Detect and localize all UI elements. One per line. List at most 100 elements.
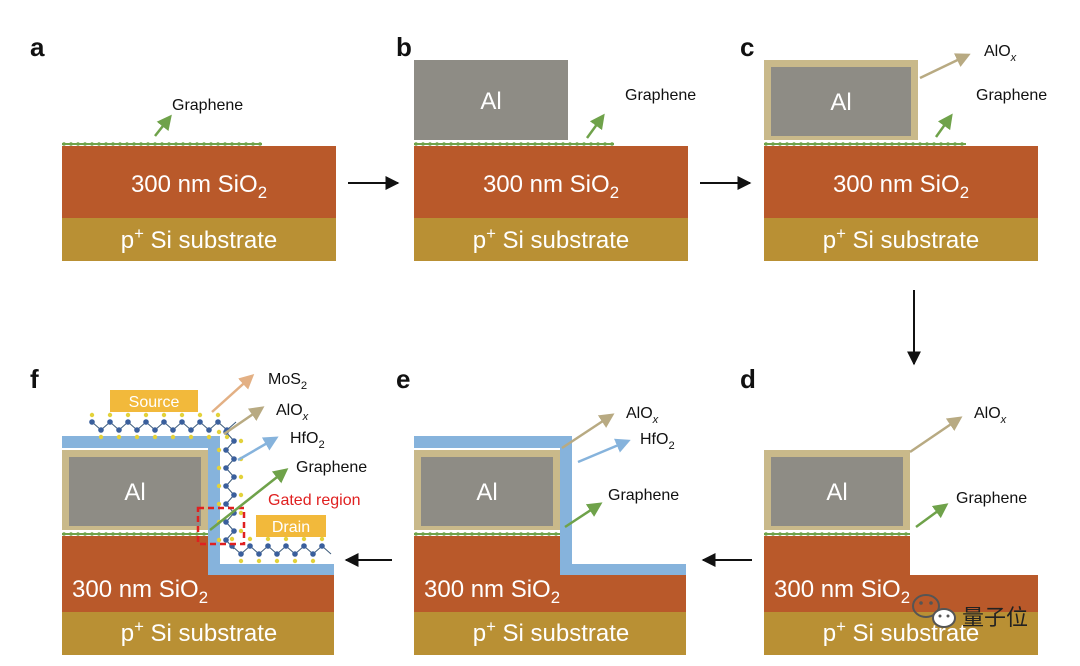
graphene-atom xyxy=(414,142,418,146)
mo-atom xyxy=(231,492,237,498)
graphene-label: Graphene xyxy=(608,487,679,504)
graphene-atom xyxy=(76,532,80,536)
graphene-atom xyxy=(778,142,782,146)
graphene-atom xyxy=(869,532,873,536)
graphene-atom xyxy=(414,532,418,536)
mo-atom xyxy=(283,543,289,549)
graphene-atom xyxy=(146,142,150,146)
graphene-atom xyxy=(491,142,495,146)
sio2-layer xyxy=(62,146,336,218)
graphene-atom xyxy=(435,532,439,536)
al-block xyxy=(771,457,903,526)
s-atom xyxy=(310,558,316,564)
mo-atom xyxy=(152,427,158,433)
sio2-label: 300 nm SiO2 xyxy=(833,171,969,202)
graphene-atom xyxy=(869,142,873,146)
source-electrode xyxy=(110,390,198,412)
graphene-atom xyxy=(209,142,213,146)
graphene-atom xyxy=(526,142,530,146)
graphene-pointer xyxy=(154,114,172,137)
alox-pointer xyxy=(223,406,265,436)
graphene-label: Graphene xyxy=(296,459,367,476)
mo-atom xyxy=(107,419,113,425)
graphene-atom xyxy=(897,532,901,536)
graphene-atom xyxy=(855,532,859,536)
graphene-atom xyxy=(456,142,460,146)
graphene-atom xyxy=(841,532,845,536)
graphene-atom xyxy=(533,532,537,536)
graphene-atom xyxy=(125,532,129,536)
graphene-atom xyxy=(76,142,80,146)
graphene-atom xyxy=(132,142,136,146)
graphene-pointer xyxy=(915,503,949,529)
graphene-atom xyxy=(153,142,157,146)
al-block xyxy=(69,457,201,526)
graphene-label: Graphene xyxy=(172,97,243,114)
graphene-atom xyxy=(195,142,199,146)
graphene-atom xyxy=(428,532,432,536)
panel-letter-b: b xyxy=(396,32,412,62)
mo-atom xyxy=(125,419,131,425)
graphene-atom xyxy=(806,142,810,146)
graphene-atom xyxy=(862,532,866,536)
graphene-label: Graphene xyxy=(956,490,1027,507)
hfo2-pointer xyxy=(577,438,631,464)
sio2-layer-etched xyxy=(62,536,334,612)
s-atom xyxy=(238,510,244,516)
graphene-pointer xyxy=(585,113,605,139)
s-atom xyxy=(238,474,244,480)
graphene-atom xyxy=(512,142,516,146)
graphene-atom xyxy=(69,532,73,536)
graphene-atom xyxy=(792,532,796,536)
graphene-atom xyxy=(834,532,838,536)
mo-atom xyxy=(274,551,280,557)
graphene-atom xyxy=(153,532,157,536)
substrate-label: p+ Si substrate xyxy=(823,224,980,254)
alox-pointer xyxy=(561,413,615,450)
graphene-atom xyxy=(904,142,908,146)
s-atom xyxy=(283,536,289,542)
graphene-atom xyxy=(778,532,782,536)
alox-label: AlOx xyxy=(974,405,1007,426)
mo-atom xyxy=(319,543,325,549)
drain-label: Drain xyxy=(272,519,310,536)
s-atom xyxy=(89,412,95,418)
graphene-atom xyxy=(764,532,768,536)
mo-atom xyxy=(223,465,229,471)
s-atom xyxy=(216,429,222,435)
graphene-atom xyxy=(498,142,502,146)
panel-letter-f: f xyxy=(30,364,39,394)
s-atom xyxy=(179,412,185,418)
sio2-label: 300 nm SiO2 xyxy=(774,576,910,607)
mo-atom xyxy=(223,537,229,543)
graphene-atom xyxy=(806,532,810,536)
s-atom xyxy=(216,483,222,489)
panel-b: b Al 300 nm SiO2 p+ Si substrate Graphen… xyxy=(396,32,696,261)
substrate-layer xyxy=(414,612,686,655)
graphene-atom xyxy=(174,142,178,146)
sio2-label: 300 nm SiO2 xyxy=(424,576,560,607)
mo-atom xyxy=(231,456,237,462)
s-atom xyxy=(98,434,104,440)
mo-atom xyxy=(89,419,95,425)
graphene-atom xyxy=(827,532,831,536)
mo-atom xyxy=(223,519,229,525)
hfo2-label: HfO2 xyxy=(290,430,325,451)
s-atom xyxy=(143,412,149,418)
s-atom xyxy=(256,558,262,564)
sio2-layer xyxy=(414,146,688,218)
substrate-layer xyxy=(62,612,334,655)
panel-letter-c: c xyxy=(740,32,754,62)
graphene-atom xyxy=(69,142,73,146)
mo-atom xyxy=(301,543,307,549)
substrate-layer xyxy=(414,218,688,261)
s-atom xyxy=(216,447,222,453)
graphene-atom xyxy=(449,142,453,146)
watermark: 量子位 xyxy=(912,594,1028,631)
graphene-atom xyxy=(216,142,220,146)
al-block xyxy=(414,60,568,140)
s-atom xyxy=(116,434,122,440)
mo-atom xyxy=(310,551,316,557)
graphene-atom xyxy=(911,142,915,146)
